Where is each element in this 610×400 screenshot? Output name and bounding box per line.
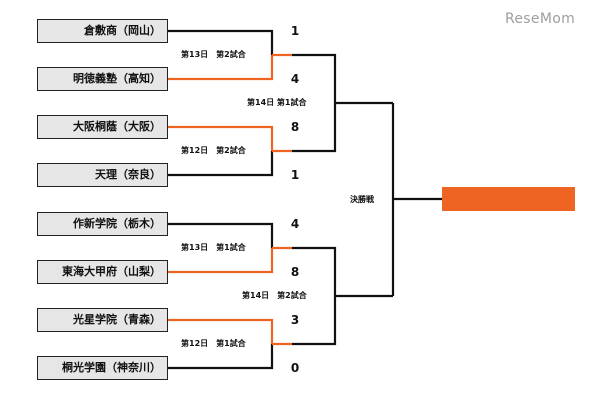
team-box: 東海大甲府（山梨） [37, 260, 168, 284]
team-box: 作新学院（栃木） [37, 212, 168, 236]
qf3-line-top [168, 222, 274, 248]
qf4-line-bottom [168, 344, 274, 370]
qf1-line-top [168, 29, 274, 55]
match-label-qf3: 第13日 第1試合 [181, 243, 246, 252]
team-box: 明徳義塾（高知） [37, 67, 168, 91]
team-score: 4 [290, 72, 300, 86]
team-box: 光星学院（青森） [37, 308, 168, 332]
match-label-sf2: 第14日 第2試合 [242, 291, 307, 300]
team-box: 天理（奈良） [37, 163, 168, 187]
match-label-sf1: 第14日 第1試合 [247, 98, 307, 107]
match-label-qf2: 第12日 第2試合 [181, 146, 246, 155]
sf2-line [292, 246, 393, 346]
final-line [391, 103, 442, 296]
team-score: 3 [290, 313, 300, 327]
team-score: 8 [290, 120, 300, 134]
team-score: 1 [290, 24, 300, 38]
team-box: 桐光学園（神奈川） [37, 356, 168, 380]
qf2-line-bottom [168, 151, 274, 177]
qf1-line-bottom [168, 55, 274, 81]
qf2-line-top [168, 125, 274, 151]
qf4-line-top [168, 318, 274, 344]
team-score: 4 [290, 217, 300, 231]
final-label: 決勝戦 [350, 195, 374, 204]
team-box: 倉敷商（岡山） [37, 19, 168, 43]
match-label-qf1: 第13日 第2試合 [181, 50, 246, 59]
qf3-line-bottom [168, 248, 274, 274]
resemom-logo: ReseMom [505, 11, 576, 27]
champion-box [442, 187, 575, 211]
team-score: 0 [290, 361, 300, 375]
match-label-qf4: 第12日 第1試合 [181, 339, 246, 348]
sf1-line [292, 53, 393, 153]
team-box: 大阪桐蔭（大阪） [37, 115, 168, 139]
team-score: 8 [290, 265, 300, 279]
team-score: 1 [290, 168, 300, 182]
